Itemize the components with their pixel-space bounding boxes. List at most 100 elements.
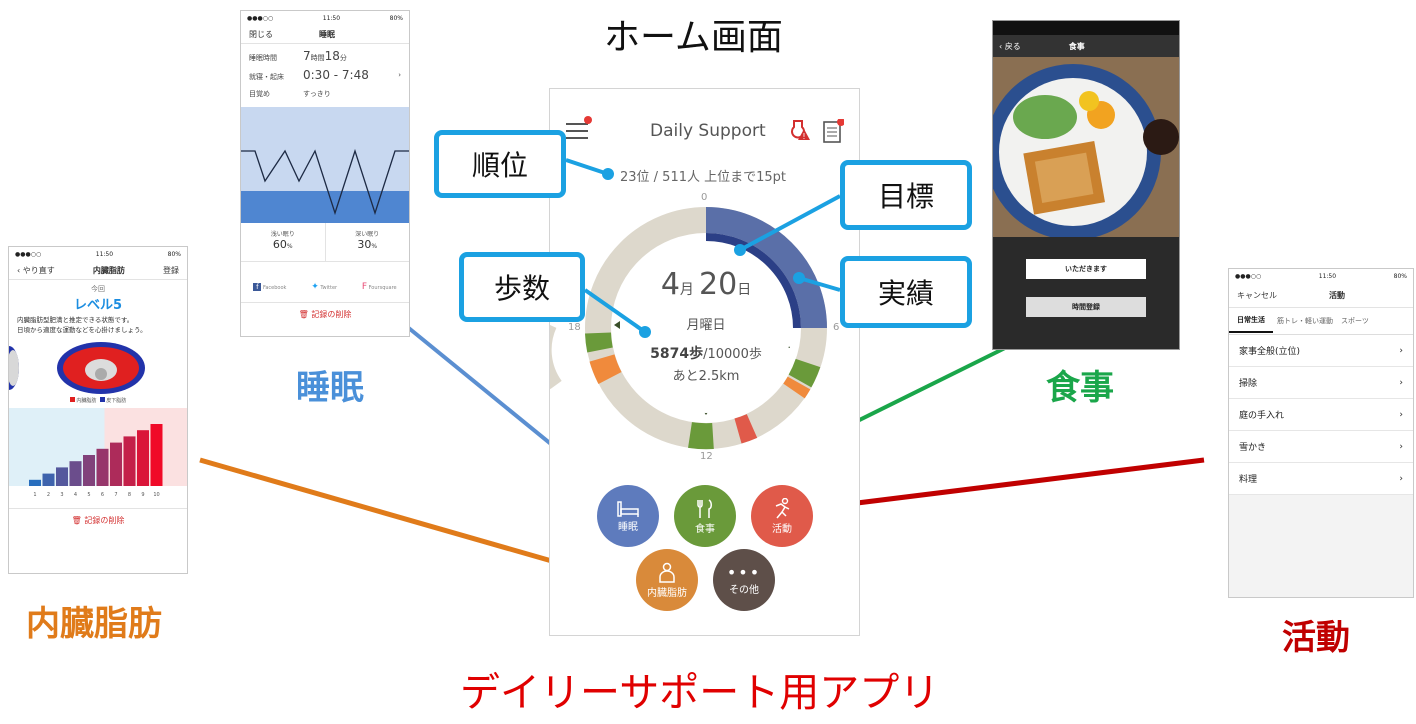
meal-back-label: 戻る <box>1004 41 1021 51</box>
rank-callout: 順位 <box>434 130 566 198</box>
steps-callout: 歩数 <box>459 252 585 322</box>
chevron-right-icon: › <box>1399 345 1403 356</box>
chart-bar <box>96 448 109 486</box>
activity-item[interactable]: 雪かき› <box>1229 431 1413 463</box>
sleep-share-row: f Facebook ✦ Twitter F Foursquare <box>241 272 409 303</box>
app-title: Daily Support <box>650 121 766 141</box>
sleep-wake-value: すっきり <box>303 90 331 98</box>
activity-button[interactable]: 活動 <box>751 485 813 547</box>
meal-back-button[interactable]: ‹ 戻る <box>999 41 1021 52</box>
eat-button[interactable]: いただきます <box>1026 259 1146 279</box>
twitter-icon: ✦ <box>311 282 319 292</box>
twitter-button[interactable]: ✦ Twitter <box>311 282 337 292</box>
chart-tick-label: 8 <box>128 492 131 498</box>
activity-label: 活動 <box>1282 618 1350 658</box>
clock-label-6: 6 <box>833 322 840 333</box>
chart-bar <box>56 467 68 486</box>
meal-button[interactable]: 食事 <box>674 485 736 547</box>
fat-back-label: やり直す <box>22 265 55 275</box>
fat-status-time: 11:50 <box>95 250 114 258</box>
sleep-depth-chart <box>241 107 409 223</box>
chevron-right-icon: › <box>1399 377 1403 388</box>
clock-label-12: 12 <box>700 451 713 462</box>
other-button-label: その他 <box>729 584 759 596</box>
menu-icon[interactable] <box>566 116 592 139</box>
sleep-status-battery: 80% <box>389 14 403 22</box>
activity-cancel-button[interactable]: キャンセル <box>1237 290 1277 300</box>
remaining-distance: あと2.5km <box>672 369 740 384</box>
tab-daily-life[interactable]: 日常生活 <box>1229 309 1273 333</box>
chart-tick-label: 1 <box>33 492 36 498</box>
chevron-right-icon: › <box>398 71 401 79</box>
activity-item[interactable]: 料理 › <box>1229 463 1413 495</box>
activity-status-bar: ●●●○○ 11:50 80% <box>1229 269 1413 283</box>
foursquare-label: Foursquare <box>368 285 397 291</box>
sleep-delete-button[interactable]: 🗑 記録の削除 <box>241 309 409 320</box>
fat-description: 内臓脂肪型肥満と推定できる状態です。 日頃から適度な運動などを心掛けましょう。 <box>9 313 187 337</box>
date-day: 20 <box>699 267 738 302</box>
sleep-nav: 閉じる 睡眠 <box>241 25 409 44</box>
activity-item[interactable]: 庭の手入れ› <box>1229 399 1413 431</box>
ring-seg-orange-2 <box>589 354 622 385</box>
chart-tick-label: 5 <box>87 492 90 498</box>
visceral-fat-button[interactable]: 内臓脂肪 <box>636 549 698 611</box>
meal-button-label: 食事 <box>695 523 715 535</box>
chart-bar <box>42 473 55 486</box>
foursquare-button[interactable]: F Foursquare <box>362 282 397 292</box>
weekday: 月曜日 <box>686 318 726 333</box>
body-icon <box>659 562 675 583</box>
signal-icon: ●●●○○ <box>15 250 42 258</box>
sleep-light-label: 浅い眠り <box>270 231 295 238</box>
chart-tick-label: 3 <box>60 492 63 498</box>
fat-delete-button[interactable]: 🗑 記録の削除 <box>9 508 187 526</box>
activity-item[interactable]: 掃除 › <box>1229 367 1413 399</box>
legend-subcutaneous: 皮下脂肪 <box>106 398 127 404</box>
chart-bar <box>110 442 122 486</box>
tab-strength[interactable]: 筋トレ・軽い運動 <box>1277 317 1333 325</box>
chart-bar <box>150 424 163 486</box>
sleep-bedtime-label: 就寝・起床 <box>249 73 284 81</box>
chart-tick-label: 2 <box>47 492 50 498</box>
ring-seg-green-1 <box>788 358 821 388</box>
other-button[interactable]: ••• その他 <box>713 549 775 611</box>
fat-register-button[interactable]: 登録 <box>163 265 179 275</box>
sleep-close-button[interactable]: 閉じる <box>249 29 273 39</box>
time-register-button[interactable]: 時間登録 <box>1026 297 1146 317</box>
fat-back-button[interactable]: ‹ やり直す <box>17 265 55 276</box>
activity-item-label: 料理 <box>1239 475 1258 485</box>
notes-icon[interactable] <box>822 118 845 143</box>
home-screen: Daily Support ! 23位 / 511人 上位まで15pt 0 6 … <box>549 88 860 636</box>
legend-visceral-swatch <box>69 397 75 402</box>
sleep-duration-minutes: 18 <box>324 49 340 63</box>
chevron-left-icon: ‹ <box>17 265 21 275</box>
signal-icon: ●●●○○ <box>247 14 274 22</box>
sleep-label: 睡眠 <box>296 368 364 408</box>
abdomen-scan-image <box>9 342 145 394</box>
tab-sports[interactable]: スポーツ <box>1341 317 1369 325</box>
activity-button-label: 活動 <box>772 523 792 535</box>
alert-icon[interactable]: ! <box>790 117 810 141</box>
ring-seg-red <box>734 414 758 444</box>
activity-item-label: 掃除 <box>1239 379 1258 389</box>
foursquare-icon: F <box>361 282 368 292</box>
sleep-wake-label: 目覚め <box>249 90 270 98</box>
ring-inner <box>621 243 791 413</box>
sleep-duration-hours-unit: 時間 <box>310 54 325 62</box>
activity-item[interactable]: 家事全般(立位)› <box>1229 335 1413 367</box>
sleep-button[interactable]: 睡眠 <box>597 485 659 547</box>
fat-legend: 内臓脂肪 皮下脂肪 <box>9 397 187 404</box>
facebook-icon: f <box>253 283 262 291</box>
chevron-right-icon: › <box>1399 441 1403 452</box>
clock-label-18: 18 <box>568 322 581 333</box>
facebook-button[interactable]: f Facebook <box>253 283 286 291</box>
chart-bar <box>83 455 95 486</box>
goal-callout: 目標 <box>840 160 972 230</box>
chevron-right-icon: › <box>1399 473 1403 484</box>
signal-icon: ●●●○○ <box>1235 272 1262 280</box>
fork-knife-icon <box>697 498 712 518</box>
